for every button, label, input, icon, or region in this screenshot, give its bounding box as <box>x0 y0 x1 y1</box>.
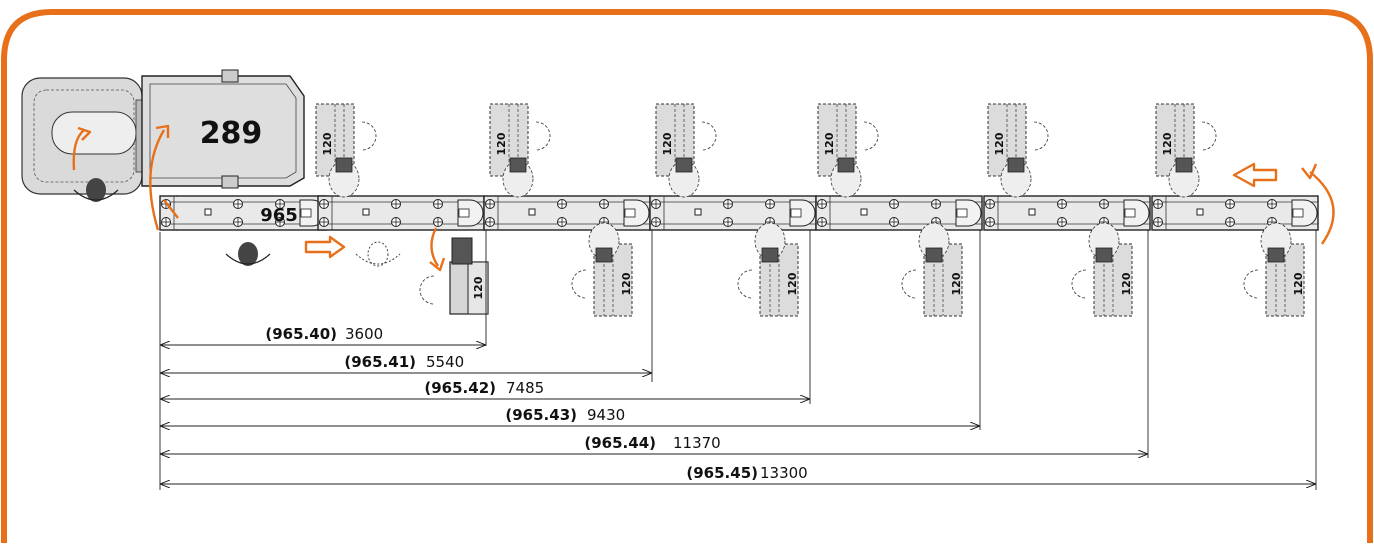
dimension-code: (965.40) <box>265 325 337 343</box>
dimension-length: 3600 <box>345 325 383 343</box>
dimension-code: (965.44) <box>584 434 656 452</box>
dimension-length: 11370 <box>673 434 721 452</box>
station-label: 120 <box>661 132 674 155</box>
station-label: 120 <box>620 272 633 295</box>
frame-border <box>1 9 1373 543</box>
extension-lines <box>159 230 1317 490</box>
machine-289: 289 <box>21 69 305 195</box>
station-label: 120 <box>786 272 799 295</box>
station-label: 120 <box>472 276 485 299</box>
operator-icon <box>73 178 119 202</box>
station-label: 120 <box>1120 272 1133 295</box>
station-label: 120 <box>1292 272 1305 295</box>
station-label: 120 <box>495 132 508 155</box>
dimension-965-41: (965.41) 5540 <box>160 353 652 373</box>
dimension-length: 9430 <box>587 406 625 424</box>
dimension-code: (965.43) <box>505 406 577 424</box>
station-label: 120 <box>950 272 963 295</box>
conveyor-label: 965 <box>260 205 298 226</box>
station-label: 120 <box>993 132 1006 155</box>
operator-icon <box>225 242 271 266</box>
dimension-965-42: (965.42) 7485 <box>160 379 810 399</box>
stations-bottom: 120 120 120 120 120 <box>571 222 1305 317</box>
station-label: 120 <box>823 132 836 155</box>
dimension-965-44: (965.44) 11370 <box>160 434 1148 454</box>
stations-top: 120 120 120 120 120 120 <box>315 103 1217 198</box>
dimension-code: (965.41) <box>344 353 416 371</box>
dimension-length: 7485 <box>506 379 544 397</box>
conveyor-965: 965 <box>160 196 1318 230</box>
dimension-965-45: (965.45) 13300 <box>160 464 1316 484</box>
machine-label: 289 <box>200 116 263 151</box>
dimension-lines: (965.40) 3600 (965.41) 5540 (965.42) 748… <box>160 325 1316 484</box>
station-active: 120 <box>419 237 489 315</box>
dimension-965-40: (965.40) 3600 <box>160 325 486 345</box>
station-label: 120 <box>1161 132 1174 155</box>
dimension-code: (965.45) <box>686 464 758 482</box>
flow-arrows <box>72 124 1335 272</box>
operator-icon-dashed <box>355 241 401 267</box>
dimension-code: (965.42) <box>424 379 496 397</box>
dimension-length: 13300 <box>760 464 808 482</box>
dimension-965-43: (965.43) 9430 <box>160 406 980 426</box>
dimension-length: 5540 <box>426 353 464 371</box>
station-label: 120 <box>321 132 334 155</box>
